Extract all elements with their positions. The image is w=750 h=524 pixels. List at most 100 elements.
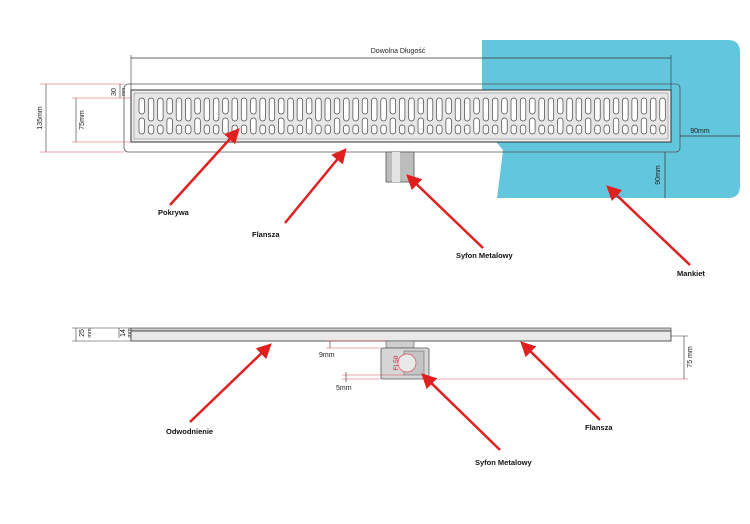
- grate-slot: [594, 124, 601, 135]
- grate-slot: [575, 97, 582, 122]
- grate-slot: [473, 117, 480, 135]
- grate-slot: [296, 124, 303, 135]
- callout-mankiet: Mankiet: [677, 269, 705, 278]
- grate-slot: [371, 97, 378, 122]
- grate-slot: [306, 117, 313, 135]
- dim-75-label: 75mm: [79, 110, 86, 130]
- grate-slot: [640, 97, 648, 115]
- grate-slot: [185, 97, 192, 122]
- grate-slot: [426, 124, 434, 135]
- grate-slot: [268, 124, 276, 135]
- grate-slot: [259, 97, 266, 122]
- arrow-flansza-side: [520, 341, 601, 421]
- grate-slot: [287, 124, 294, 135]
- grate-slot: [492, 97, 499, 122]
- grate-slot: [222, 117, 229, 135]
- grate-slot: [473, 97, 480, 115]
- arrow-pokrywa: [169, 128, 240, 206]
- grate-slot: [659, 97, 666, 122]
- grate-slot: [464, 97, 471, 122]
- grate-slot: [417, 97, 424, 115]
- callout-flansza-side: Flansza: [585, 423, 613, 432]
- grate-slot: [287, 97, 294, 122]
- grate-slot: [538, 124, 545, 135]
- grate-slot: [575, 124, 582, 135]
- grate-slot: [147, 97, 155, 122]
- grate-slot: [482, 97, 489, 122]
- grate-slot: [547, 124, 555, 135]
- grate-slot: [510, 124, 517, 135]
- grate-slot: [557, 117, 564, 135]
- grate-slot: [389, 97, 396, 115]
- dim-14-unit: mm: [127, 328, 133, 338]
- grate-slot: [371, 124, 378, 135]
- grate-slot: [612, 97, 620, 115]
- grate-slot: [138, 117, 145, 135]
- grate-slot: [324, 124, 331, 135]
- grate-slot: [529, 117, 536, 135]
- dim-90-vertical-label: 90mm: [655, 165, 662, 185]
- grate-slot: [640, 117, 648, 135]
- callout-flansza-top: Flansza: [252, 230, 280, 239]
- grate-slot: [315, 97, 322, 122]
- grate-slot: [157, 97, 164, 122]
- dim-9-label: 9mm: [319, 352, 335, 359]
- grate-slot: [250, 117, 257, 135]
- dim-14-label: 14: [120, 329, 127, 337]
- grate-slot: [343, 97, 350, 122]
- grate-slot: [157, 124, 164, 135]
- arrow-syfon-side: [421, 373, 501, 451]
- grate-slot: [250, 97, 257, 115]
- grate-slot: [454, 97, 462, 122]
- side-siphon-neck: [385, 340, 415, 349]
- grate-slot: [650, 97, 657, 122]
- grate-slot: [538, 97, 545, 122]
- arrow-odwodnienie: [189, 343, 272, 423]
- grate-slot: [324, 97, 331, 122]
- length-label: Dowolna Długość: [371, 48, 426, 55]
- grate-slot: [566, 97, 573, 122]
- grate-slot: [222, 97, 229, 115]
- grate-slot: [352, 97, 359, 122]
- dim-25-unit: mm: [87, 328, 93, 338]
- grate-slot: [240, 97, 248, 122]
- grate-slot: [566, 124, 573, 135]
- grate-slot: [296, 97, 303, 122]
- dim-135-label: 135mm: [37, 106, 44, 130]
- grate-slot: [603, 97, 610, 122]
- grate-slot: [352, 124, 359, 135]
- grate-slot: [519, 97, 527, 122]
- grate-slot: [436, 97, 443, 122]
- dim-25-label: 25: [79, 329, 86, 337]
- grate-slot: [631, 97, 638, 122]
- grate-slot: [380, 124, 387, 135]
- grate-slot: [361, 117, 369, 135]
- grate-slot: [557, 97, 564, 115]
- grate-slot: [278, 97, 285, 115]
- grate-slot: [166, 117, 173, 135]
- grate-slot: [408, 97, 415, 122]
- callout-pokrywa: Pokrywa: [158, 208, 190, 217]
- callout-syfon-top: Syfon Metalowy: [456, 251, 514, 260]
- grate-slot: [361, 97, 369, 115]
- grate-slot: [585, 117, 592, 135]
- dim-30-label: 30: [111, 88, 118, 96]
- grate-slot: [585, 97, 592, 115]
- grate-slot: [631, 124, 638, 135]
- grate-slot: [240, 124, 248, 135]
- grate-slot: [622, 97, 629, 122]
- grate-slot: [306, 97, 313, 115]
- grate-slot: [259, 124, 266, 135]
- grate-slot: [333, 117, 341, 135]
- grate-slot: [650, 124, 657, 135]
- grate-slot: [547, 97, 555, 122]
- grate-slot: [659, 124, 666, 135]
- grate-slot: [315, 124, 322, 135]
- grate-slot: [138, 97, 145, 115]
- grate-slot: [194, 97, 201, 115]
- dim-5-label: 5mm: [336, 385, 352, 392]
- grate-slot: [203, 97, 210, 122]
- grate-slot: [213, 124, 220, 135]
- grate-slot: [436, 124, 443, 135]
